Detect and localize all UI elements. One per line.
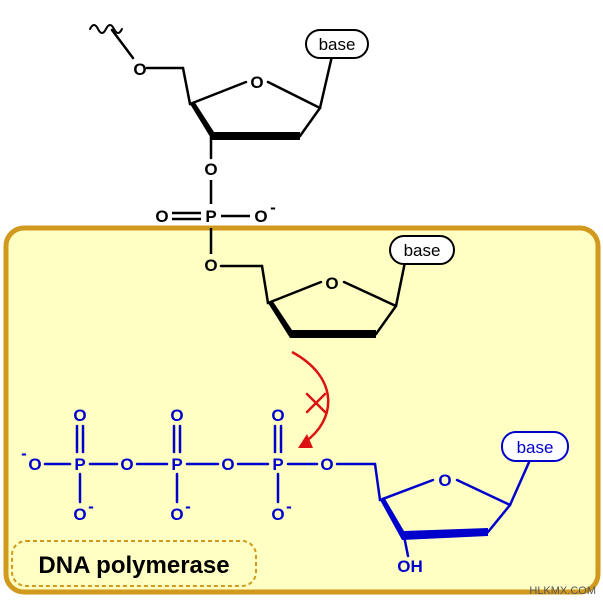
bridge-oxygen-1: O bbox=[120, 455, 133, 474]
upstream-nucleotide bbox=[89, 24, 334, 160]
beta-bottom-charge: - bbox=[185, 497, 191, 516]
dntp-base-box bbox=[501, 431, 569, 462]
alpha-bottom-oxygen: O bbox=[271, 505, 284, 524]
alpha-phosphorus: P bbox=[272, 455, 283, 474]
blocked-attack-arrow bbox=[291, 350, 330, 444]
dntp-3prime-hydroxyl: OH bbox=[397, 557, 423, 576]
upstream-ring-oxygen: O bbox=[250, 73, 263, 92]
primer-ring-bold-front bbox=[268, 300, 376, 338]
primer-terminal-nucleotide bbox=[219, 260, 407, 336]
phosphodiester-anionic-oxygen: O bbox=[254, 207, 267, 226]
upstream-base-label: base bbox=[319, 35, 356, 54]
primer-ring-oxygen: O bbox=[325, 274, 338, 293]
upstream-ether-oxygen: O bbox=[133, 60, 146, 79]
dntp-ring-bold-front bbox=[380, 497, 488, 540]
dntp-terminal-oxygen: O bbox=[28, 455, 41, 474]
alpha-bottom-charge: - bbox=[286, 497, 292, 516]
gamma-top-oxygen: O bbox=[73, 406, 86, 425]
gamma-bottom-oxygen: O bbox=[73, 505, 86, 524]
upstream-base-box bbox=[305, 29, 369, 59]
enzyme-label-box bbox=[11, 540, 257, 587]
upstream-ring-bold-front bbox=[190, 101, 300, 140]
beta-top-oxygen: O bbox=[170, 406, 183, 425]
arrowhead-icon bbox=[298, 434, 313, 448]
primer-base-box bbox=[389, 235, 455, 265]
primer-base-label: base bbox=[404, 241, 441, 260]
gamma-bottom-charge: - bbox=[88, 497, 94, 516]
gamma-phosphorus: P bbox=[74, 455, 85, 474]
dntp-ring-oxygen: O bbox=[438, 471, 451, 490]
beta-phosphorus: P bbox=[171, 455, 182, 474]
phosphodiester-phosphorus: P bbox=[205, 207, 216, 226]
image-credit: HLKMX.COM bbox=[529, 585, 596, 597]
incoming-dntp: - O P O O - O P O O - O P O O - O O OH bbox=[21, 406, 451, 576]
beta-bottom-oxygen: O bbox=[170, 505, 183, 524]
dntp-bonds bbox=[43, 424, 532, 558]
dntp-charge-left: - bbox=[21, 444, 27, 463]
phosphodiester-oxygen-5prime: O bbox=[204, 256, 217, 275]
bridge-oxygen-2: O bbox=[221, 455, 234, 474]
phosphodiester-charge: - bbox=[270, 198, 276, 217]
phosphodiester-double-bond-oxygen: O bbox=[155, 207, 168, 226]
blocked-cross-icon bbox=[305, 392, 327, 414]
dntp-5prime-oxygen: O bbox=[320, 455, 333, 474]
dntp-base-label: base bbox=[517, 438, 554, 457]
alpha-top-oxygen: O bbox=[271, 406, 284, 425]
phosphodiester-oxygen-3prime: O bbox=[204, 160, 217, 179]
polymerase-active-site-box bbox=[3, 225, 601, 595]
wavy-bond-icon bbox=[89, 24, 123, 34]
enzyme-label: DNA polymerase bbox=[38, 552, 229, 579]
